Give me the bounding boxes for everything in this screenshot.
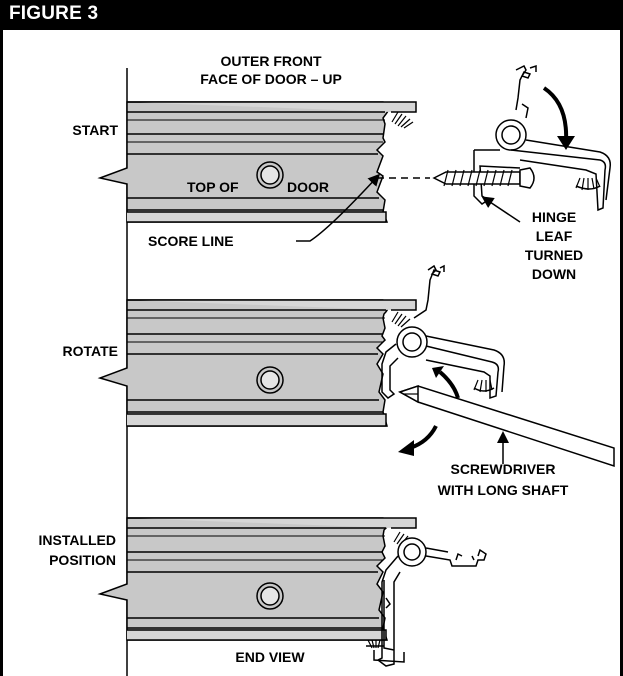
top-of-door-label-b: DOOR bbox=[287, 179, 329, 195]
hinge-leaf-label-line4: DOWN bbox=[531, 266, 577, 282]
start-label: START bbox=[72, 122, 118, 138]
screwdriver-label-line1: SCREWDRIVER bbox=[450, 461, 556, 477]
outer-front-label-line1: OUTER FRONT bbox=[220, 53, 322, 69]
hinge-rotate bbox=[381, 264, 506, 400]
hinge-leaf-label-line1: HINGE bbox=[531, 209, 577, 225]
door-panel-installed bbox=[97, 517, 417, 641]
screwdriver-label-line2: WITH LONG SHAFT bbox=[437, 482, 569, 498]
installed-position-label-line1: INSTALLED bbox=[38, 532, 116, 548]
screw bbox=[432, 167, 535, 189]
top-of-door-label-a: TOP OF bbox=[187, 179, 239, 195]
door-panel-start bbox=[97, 101, 417, 223]
figure-title: FIGURE 3 bbox=[9, 3, 99, 24]
rotate-arrow-start bbox=[542, 86, 569, 143]
hinge-leaf-label-line3: TURNED bbox=[524, 247, 584, 263]
figure-frame bbox=[0, 30, 623, 676]
hinge-leaf-pointer bbox=[481, 196, 521, 223]
score-line-pointer bbox=[296, 173, 381, 242]
figure-header: FIGURE 3 bbox=[0, 0, 623, 30]
hinge-start bbox=[473, 64, 612, 212]
rotate-label: ROTATE bbox=[62, 343, 118, 359]
end-view-label: END VIEW bbox=[235, 649, 305, 665]
installed-position-label-line2: POSITION bbox=[49, 552, 116, 568]
door-panel-rotate bbox=[97, 299, 417, 427]
rotate-arrow-small bbox=[438, 370, 460, 399]
outer-front-label-line2: FACE OF DOOR – UP bbox=[200, 71, 342, 87]
hinge-leaf-label-line2: LEAF bbox=[535, 228, 573, 244]
hinge-installed bbox=[366, 537, 487, 667]
screwdriver bbox=[398, 384, 615, 468]
score-line-label: SCORE LINE bbox=[148, 233, 234, 249]
